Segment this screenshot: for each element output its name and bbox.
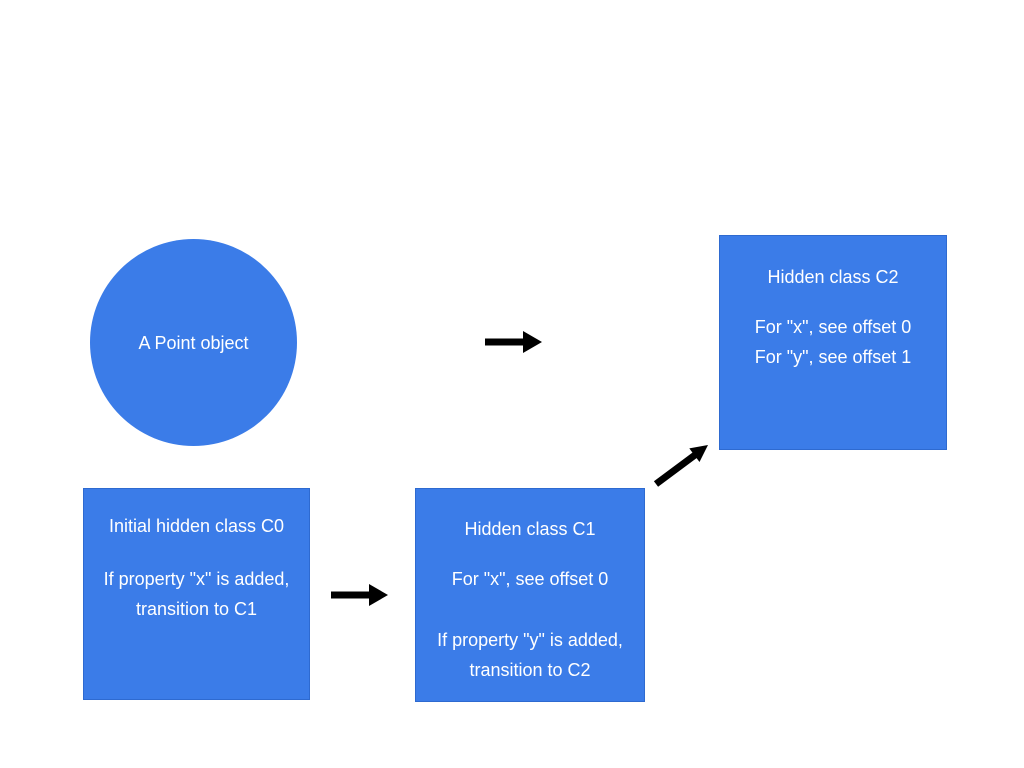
arrow-c0-to-c1-icon xyxy=(329,580,391,610)
node-c1-line: transition to C2 xyxy=(469,660,591,680)
node-c0-body: If property "x" is added, transition to … xyxy=(84,564,309,624)
node-c0-line: If property "x" is added, xyxy=(103,569,290,589)
node-c2-title: Hidden class C2 xyxy=(767,267,899,287)
node-c2-line: For "x", see offset 0 xyxy=(754,317,912,337)
node-point-object: A Point object xyxy=(90,239,297,446)
node-initial-hidden-class-c0: Initial hidden class C0 If property "x" … xyxy=(83,488,310,700)
node-c1-body-offset: For "x", see offset 0 xyxy=(416,564,644,594)
arrow-object-to-c2-icon xyxy=(483,327,545,357)
node-c1-line: If property "y" is added, xyxy=(437,630,623,650)
node-c1-line: For "x", see offset 0 xyxy=(451,569,609,589)
node-c2-line: For "y", see offset 1 xyxy=(754,347,912,367)
node-hidden-class-c1: Hidden class C1 For "x", see offset 0 If… xyxy=(415,488,645,702)
arrow-c1-to-c2-icon xyxy=(648,436,714,492)
node-c0-title: Initial hidden class C0 xyxy=(108,516,285,536)
node-c2-body: For "x", see offset 0 For "y", see offse… xyxy=(720,312,946,372)
node-c0-line: transition to C1 xyxy=(135,599,258,619)
node-hidden-class-c2: Hidden class C2 For "x", see offset 0 Fo… xyxy=(719,235,947,450)
node-c1-body-transition: If property "y" is added, transition to … xyxy=(416,625,644,685)
node-c1-title: Hidden class C1 xyxy=(464,519,596,539)
node-point-object-label: A Point object xyxy=(138,332,249,353)
